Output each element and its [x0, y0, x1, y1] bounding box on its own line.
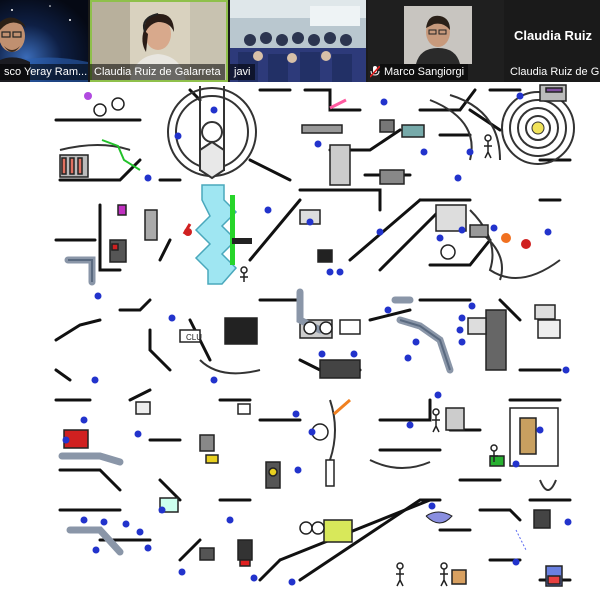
participant-video-4	[404, 6, 472, 64]
participant-name-1: sco Yeray Ram...	[0, 64, 88, 80]
participant-strip: sco Yeray Ram... Claudia Ruiz de Galarre…	[0, 0, 600, 82]
participant-name-3: javi	[230, 64, 255, 80]
participant-name-2: Claudia Ruiz de Galarreta	[90, 64, 225, 80]
participant-tile-4[interactable]: Marco Sangiorgi	[368, 0, 504, 82]
participant-name-5: Claudia Ruiz de G	[510, 66, 600, 78]
participant-tile-1[interactable]: sco Yeray Ram...	[0, 0, 88, 82]
participant-tile-5[interactable]: Claudia Ruiz Claudia Ruiz de G	[506, 0, 600, 82]
participant-name-4: Marco Sangiorgi	[380, 64, 469, 80]
participant-tile-3[interactable]: javi	[230, 0, 366, 82]
level-overview-canvas: CLU	[54, 84, 575, 587]
muted-microphone-icon	[370, 66, 380, 78]
participant-tile-2[interactable]: Claudia Ruiz de Galarreta	[90, 0, 228, 82]
level-label: CLU	[186, 333, 202, 342]
shared-screen: CLU	[0, 82, 600, 600]
participant-display-name-5: Claudia Ruiz	[513, 28, 592, 43]
